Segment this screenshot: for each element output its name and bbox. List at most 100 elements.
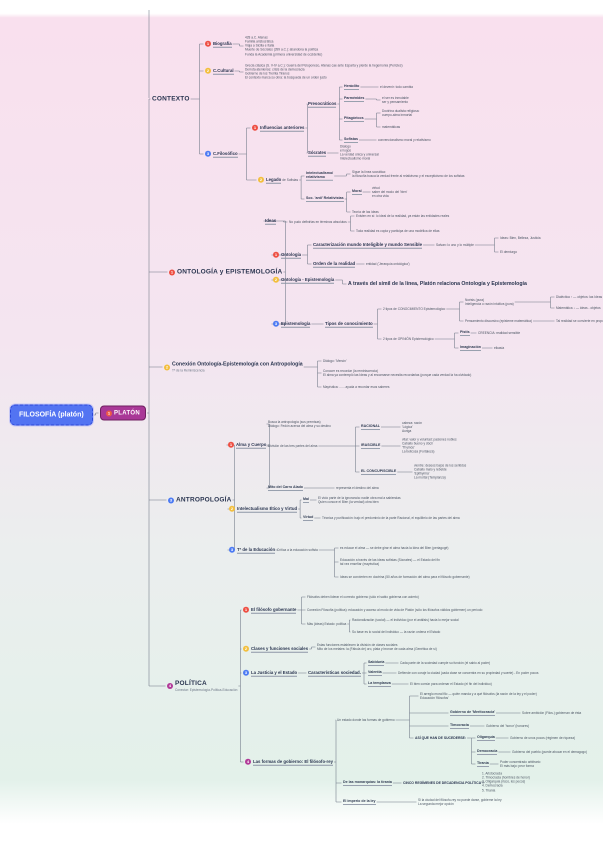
annotation-text[interactable]: el devenir: todo cambia <box>380 85 413 89</box>
annotation-text[interactable]: cabeza: razón 'Lógica' Auriga <box>402 421 422 433</box>
annotation-text[interactable]: Educación a través de las ideas sofistas… <box>340 558 440 566</box>
topic-node[interactable]: El imperio de la ley <box>343 799 376 805</box>
annotation-text[interactable]: El bien común para ordenar el Estado (el… <box>410 682 492 686</box>
annotation-text[interactable]: 2 tipos de CONOCIMIENTO Epistemológico <box>383 307 445 311</box>
branch-contexto[interactable]: CONTEXTO <box>152 96 190 103</box>
topic-node[interactable]: La templanza <box>368 681 391 687</box>
annotation-text[interactable]: Crítica a la educación sofista <box>277 548 318 552</box>
topic-socrates[interactable]: Sócrates <box>308 150 327 157</box>
annotation-text[interactable]: Pensamiento discursivo (episteme matemát… <box>465 319 532 323</box>
topic-node[interactable]: ASÍ QUE HAN DE SUCEDERSE: <box>415 736 466 740</box>
annotation-text[interactable]: Sigue la línea socrática: la filosofía b… <box>352 170 465 178</box>
annotation-text[interactable]: Matemática ↓ — ideas - objetos <box>556 306 601 310</box>
annotation-text[interactable]: virtud saber del modo del 'bien' en otra… <box>372 186 407 198</box>
topic-node[interactable]: Imaginación <box>460 345 481 351</box>
annotation-text[interactable]: representa el destino del alma <box>336 486 379 490</box>
annotation-text[interactable]: Un estado donde las formas de gobierno <box>337 718 395 722</box>
annotation-text[interactable]: Gobierno de unos pocos (régimen de rique… <box>510 736 575 740</box>
annotation-text[interactable]: Ideas: Bien, Belleza, Justicia <box>500 236 541 240</box>
annotation-text[interactable]: Técnica y purificación: bajo el predomin… <box>322 516 460 520</box>
annotation-text[interactable]: matemáticas <box>382 125 400 129</box>
topic-node[interactable]: Tiranía <box>477 761 489 767</box>
annotation-text[interactable]: CREENCIA: realidad sensible <box>478 331 520 335</box>
annotation-text[interactable]: Busca la antropología (sus premisas) Diá… <box>268 420 331 428</box>
topic-node[interactable]: Pitagóricos <box>344 116 364 122</box>
topic-node[interactable]: Mal <box>303 497 309 503</box>
annotation-text[interactable]: Estas funciones establecen la división d… <box>317 643 437 651</box>
annotation-text[interactable]: Más (ideas) Estado: política <box>307 622 346 626</box>
annotation-text[interactable]: Toda realidad es copia y participa de un… <box>356 229 439 233</box>
annotation-text[interactable]: Conocer es recordar (la reminiscencia) E… <box>323 369 471 377</box>
annotation-text[interactable]: Defiende con coraje la ciudad (cada clas… <box>398 671 539 675</box>
annotation-text[interactable]: El arreglo moral filo — quién manda y a … <box>420 692 537 700</box>
annotation-text[interactable]: Dialéctica ↑ — objetos: las Ideas <box>556 295 602 299</box>
annotation-text[interactable]: 1. Aristocracia 2. Timocracia (hombres d… <box>482 772 530 793</box>
annotation-text[interactable]: Racionalización (social) — el individuo … <box>352 618 459 622</box>
annotation-text[interactable]: vientre: deseos bajos de los sentidos Ca… <box>414 464 466 481</box>
annotation-text[interactable]: Existen en sí: lo ideal de la realidad, … <box>356 214 449 218</box>
annotation-text[interactable]: Si la ciudad del filósofo-rey no puede d… <box>418 798 502 806</box>
topic-node[interactable]: Pistis <box>460 330 470 336</box>
annotation-text[interactable]: Gobierno del pueblo (puede abocar en el … <box>512 750 587 754</box>
topic-ideas[interactable]: Ideas <box>265 218 277 225</box>
annotation-text[interactable]: Diálogo: 'Menón' <box>323 359 347 363</box>
topic-node[interactable]: Parménides <box>344 96 365 102</box>
annotation-text[interactable]: Doctrina dualista religiosa: cuerpo-alma… <box>382 109 419 117</box>
topic-node[interactable]: Oligarquía <box>477 735 495 741</box>
topic-node[interactable]: Intelectualismo/ relativismo <box>306 171 334 182</box>
annotation-text[interactable]: 2 tipos de OPINIÓN Epistemológico <box>383 337 434 341</box>
topic-node[interactable]: RACIONAL <box>361 424 380 430</box>
annotation-text[interactable]: eikasía <box>494 346 504 350</box>
annotation-text[interactable]: 428 a.C. Atenas Familia aristocrática Vi… <box>245 36 322 57</box>
annotation-text[interactable]: vital: valor y voluntad: pasiones nobles… <box>402 438 457 455</box>
topic-node[interactable]: Tipos de conocimiento <box>325 321 373 328</box>
annotation-text[interactable]: el ser es inmutable ser y pensamiento <box>382 96 409 104</box>
annotation-text[interactable]: A través del símil de la línea, Platón r… <box>348 281 527 287</box>
topic-node[interactable]: Caracterización mundo Inteligible y mund… <box>313 242 423 249</box>
topic-node[interactable]: Sofistas <box>344 137 358 143</box>
topic-node[interactable]: Orden de la realidad <box>313 261 356 268</box>
annotation-text[interactable]: convencionalismo moral y relativismo <box>378 138 431 142</box>
annotation-text[interactable]: Sobre ambición (Filos.) gobiernan de ést… <box>522 711 581 715</box>
topic-node[interactable]: Características sociedad. <box>308 670 361 677</box>
annotation-text[interactable]: Diálogo el logos La verdad única y unive… <box>340 145 379 162</box>
annotation-text[interactable]: Cada parte de la sociedad cumple su func… <box>400 661 490 665</box>
topic-node[interactable]: Moral <box>352 189 362 195</box>
annotation-text[interactable]: entidad ('Jerarquía ontológica') <box>366 262 410 266</box>
annotation-text[interactable]: Poder concentrado arbitrario El más bajo… <box>500 760 540 768</box>
topic-node[interactable]: Soc. 'anti' Relativistas <box>306 196 344 202</box>
annotation-text[interactable]: Grecia clásica (S. V-IV a.C.): Guerra de… <box>245 64 403 81</box>
topic-node[interactable]: EL CONCUPISCIBLE <box>361 469 397 475</box>
annotation-text[interactable]: El vicio parte de la ignorancia: nadie o… <box>318 496 401 504</box>
annotation-text[interactable]: Salvan: lo uno y lo múltiple <box>436 243 474 247</box>
topic-presocraticos[interactable]: Presocráticos <box>308 101 337 108</box>
topic-node[interactable]: Virtud <box>303 515 314 521</box>
annotation-text[interactable]: Su base es lo social del individuo — la … <box>352 630 440 634</box>
annotation-text[interactable]: Noésis (pura) Inteligencia o razón intui… <box>465 298 514 306</box>
annotation-text[interactable]: Mayéutica: ...... ayuda a recordar esos … <box>323 385 389 389</box>
topic-node[interactable]: IRASCIBLE <box>361 443 381 449</box>
topic-node[interactable]: Heráclito <box>344 84 360 90</box>
topic-node[interactable]: Sabiduría <box>368 660 385 666</box>
annotation-text[interactable]: Conexión Filosofía (política): educación… <box>307 608 482 612</box>
annotation-text[interactable]: El demiurgo <box>500 250 517 254</box>
